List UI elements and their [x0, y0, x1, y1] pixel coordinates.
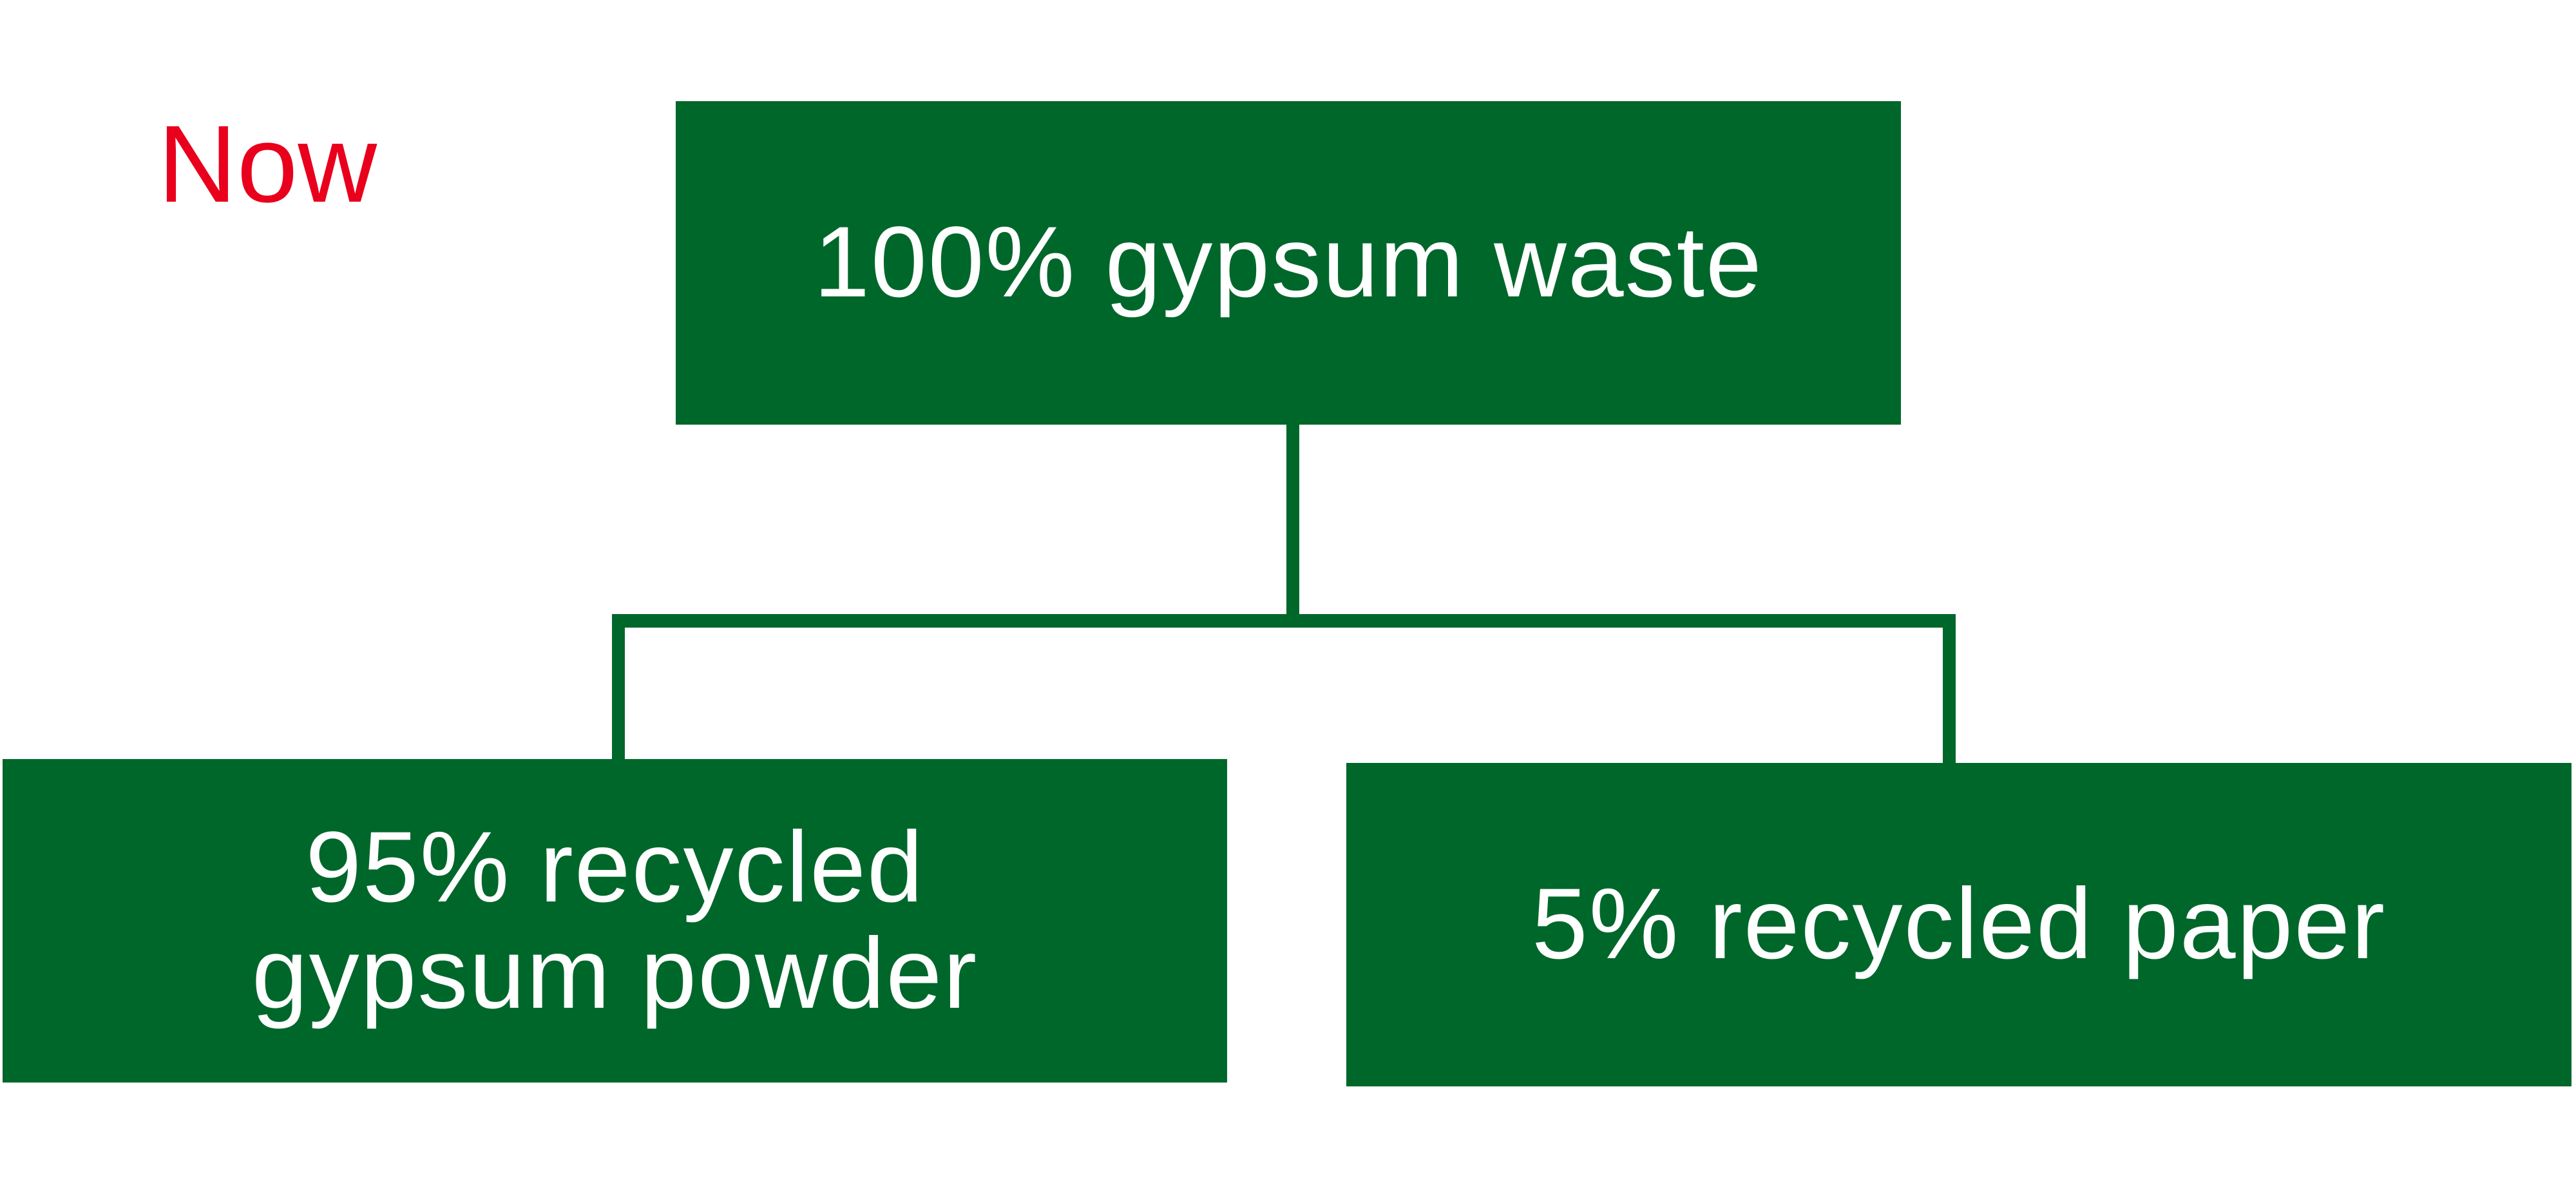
root-node-text: 100% gypsum waste: [814, 206, 1763, 319]
connector-root-stem: [1286, 425, 1299, 625]
left-node-line-1: 95% recycled: [305, 811, 924, 923]
left-node-line-2: gypsum powder: [251, 918, 978, 1030]
connector-horizontal-bar: [612, 614, 1956, 628]
left-node-recycled-gypsum: 95% recycled gypsum powder: [3, 759, 1227, 1083]
right-node-recycled-paper: 5% recycled paper: [1346, 763, 2571, 1086]
right-node-text: 5% recycled paper: [1531, 868, 2387, 981]
root-node-gypsum-waste: 100% gypsum waste: [676, 101, 1901, 425]
connector-right-drop: [1943, 614, 1956, 765]
left-node-text: 95% recycled gypsum powder: [252, 814, 978, 1028]
connector-left-drop: [612, 614, 625, 761]
now-label: Now: [158, 103, 377, 226]
